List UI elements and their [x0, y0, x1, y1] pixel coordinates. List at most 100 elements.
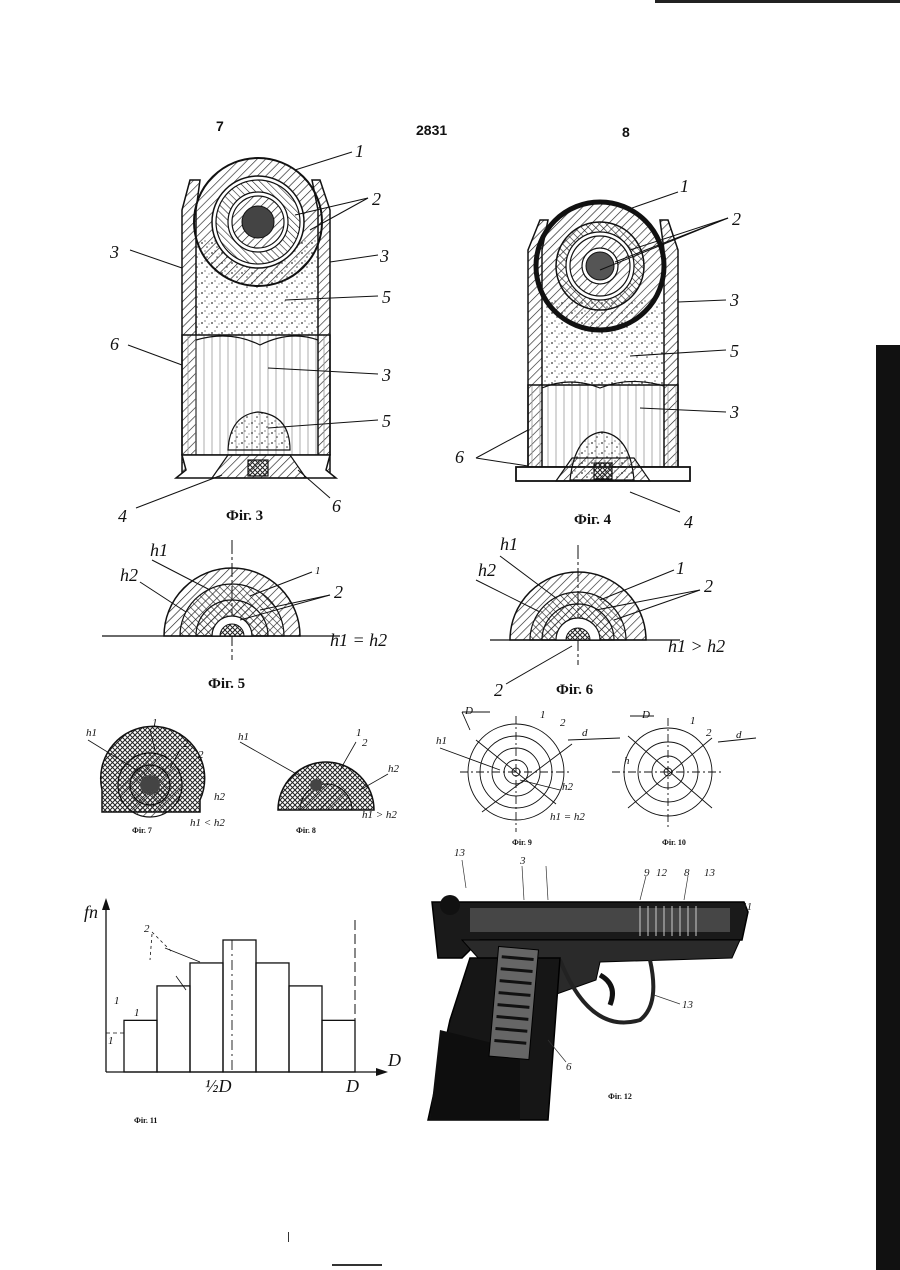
fig11-x-arrow	[376, 1068, 388, 1076]
figure-3: 1 2 3 3 5 6 3 5 4 6	[109, 141, 391, 526]
svg-text:h2: h2	[214, 791, 226, 803]
fig6-h2: h2	[478, 560, 496, 580]
svg-text:9: 9	[644, 867, 650, 879]
svg-text:3: 3	[379, 246, 389, 266]
svg-text:h: h	[624, 755, 630, 767]
svg-text:5: 5	[382, 287, 391, 307]
svg-text:13: 13	[682, 999, 694, 1011]
fig10-caption: Фіг. 10	[662, 838, 686, 847]
fig6-label-1: 1	[676, 558, 685, 578]
fig11-bars	[124, 940, 355, 1072]
fig5-label-1: 1	[315, 565, 321, 577]
svg-text:6: 6	[332, 496, 341, 516]
figure-11-chart: fn D ½D D 2 1 1 1	[84, 898, 401, 1096]
svg-text:3: 3	[729, 290, 739, 310]
fig11-bar-2	[157, 986, 190, 1072]
svg-text:6: 6	[566, 1061, 572, 1073]
svg-text:12: 12	[656, 867, 668, 879]
fig12-caption: Фіг. 12	[608, 1092, 632, 1101]
svg-text:4: 4	[684, 512, 693, 532]
fig8-caption: Фіг. 8	[296, 826, 316, 835]
svg-text:6: 6	[110, 334, 119, 354]
svg-text:h1: h1	[436, 735, 447, 747]
fig9-D: D	[464, 705, 473, 717]
fig4-caption: Фіг. 4	[574, 512, 611, 529]
fig11-x-end: D	[345, 1076, 359, 1096]
figure-8: h1 1 2 h2 h1 > h2	[238, 727, 400, 821]
fig8-relation: h1 > h2	[362, 809, 397, 821]
svg-text:h1: h1	[238, 731, 249, 743]
svg-text:h1: h1	[86, 727, 97, 739]
svg-text:3: 3	[519, 855, 526, 867]
fig9-d: d	[582, 727, 588, 739]
fig5-label-2: 2	[334, 582, 343, 602]
svg-text:1: 1	[152, 717, 158, 729]
fig7-caption: Фіг. 7	[132, 826, 152, 835]
svg-text:11: 11	[742, 901, 752, 913]
svg-text:1: 1	[356, 727, 362, 739]
svg-text:5: 5	[382, 411, 391, 431]
fig9-relation: h1 = h2	[550, 811, 585, 823]
fig11-bar-6	[289, 986, 322, 1072]
figure-6: h1 h2 1 2 2 h1 > h2	[476, 534, 725, 700]
fig11-bar-4	[223, 940, 256, 1072]
svg-text:1: 1	[680, 176, 689, 196]
svg-text:h2: h2	[562, 781, 574, 793]
fig9-caption: Фіг. 9	[512, 838, 532, 847]
fig5-caption: Фіг. 5	[208, 676, 245, 693]
figure-12-pistol: 13 3 9 12 8 13 11 13 6	[428, 847, 752, 1120]
svg-text:13: 13	[704, 867, 716, 879]
figure-5: h1 h2 1 2 h1 = h2	[102, 540, 387, 660]
fig11-caption: Фіг. 11	[134, 1116, 157, 1125]
svg-text:2: 2	[706, 727, 712, 739]
svg-text:h2: h2	[388, 763, 400, 775]
svg-text:1: 1	[690, 715, 696, 727]
fig6-caption: Фіг. 6	[556, 682, 593, 699]
fig11-y-label: fn	[84, 902, 98, 922]
fig11-bar-1	[124, 1020, 157, 1072]
fig5-relation: h1 = h2	[330, 630, 387, 650]
fig10-D: D	[641, 709, 650, 721]
svg-text:3: 3	[729, 402, 739, 422]
svg-text:3: 3	[109, 242, 119, 262]
svg-text:2: 2	[560, 717, 566, 729]
fig11-x-mid: ½D	[205, 1076, 232, 1096]
fig11-label-1a: 1	[114, 995, 120, 1007]
figure-7: h1 1 2 2 h2 h1 < h2	[86, 717, 226, 829]
fig5-h2: h2	[120, 565, 138, 585]
svg-text:5: 5	[730, 341, 739, 361]
figure-4: 1 2 3 5 3 6 4	[455, 176, 741, 532]
fig11-label-1c: 1	[108, 1035, 114, 1047]
svg-text:2: 2	[183, 738, 189, 750]
svg-text:13: 13	[454, 847, 466, 859]
svg-text:1: 1	[540, 709, 546, 721]
fig11-bar-5	[256, 963, 289, 1072]
fig6-relation: h1 > h2	[668, 636, 725, 656]
fig6-label-3: 2	[494, 680, 503, 700]
fig11-bar-3	[190, 963, 223, 1072]
scan-mark-bottom	[332, 1264, 382, 1266]
svg-text:1: 1	[355, 141, 364, 161]
svg-text:2: 2	[198, 749, 204, 761]
fig11-x-label: D	[387, 1050, 401, 1070]
figure-10	[612, 716, 756, 828]
svg-text:2: 2	[362, 737, 368, 749]
figure-9	[440, 712, 620, 832]
fig7-relation: h1 < h2	[190, 817, 225, 829]
svg-text:4: 4	[118, 506, 127, 526]
fig6-h1: h1	[500, 534, 518, 554]
svg-text:2: 2	[732, 209, 741, 229]
svg-text:6: 6	[455, 447, 464, 467]
svg-text:2: 2	[372, 189, 381, 209]
svg-text:8: 8	[684, 867, 690, 879]
fig5-h1: h1	[150, 540, 168, 560]
svg-text:3: 3	[381, 365, 391, 385]
fig11-label-2: 2	[144, 923, 150, 935]
fig11-y-arrow	[102, 898, 110, 910]
fig3-caption: Фіг. 3	[226, 508, 263, 525]
scan-mark-tick	[288, 1232, 289, 1242]
fig6-label-2: 2	[704, 576, 713, 596]
fig11-bar-7	[322, 1020, 355, 1072]
fig11-label-1b: 1	[134, 1007, 140, 1019]
